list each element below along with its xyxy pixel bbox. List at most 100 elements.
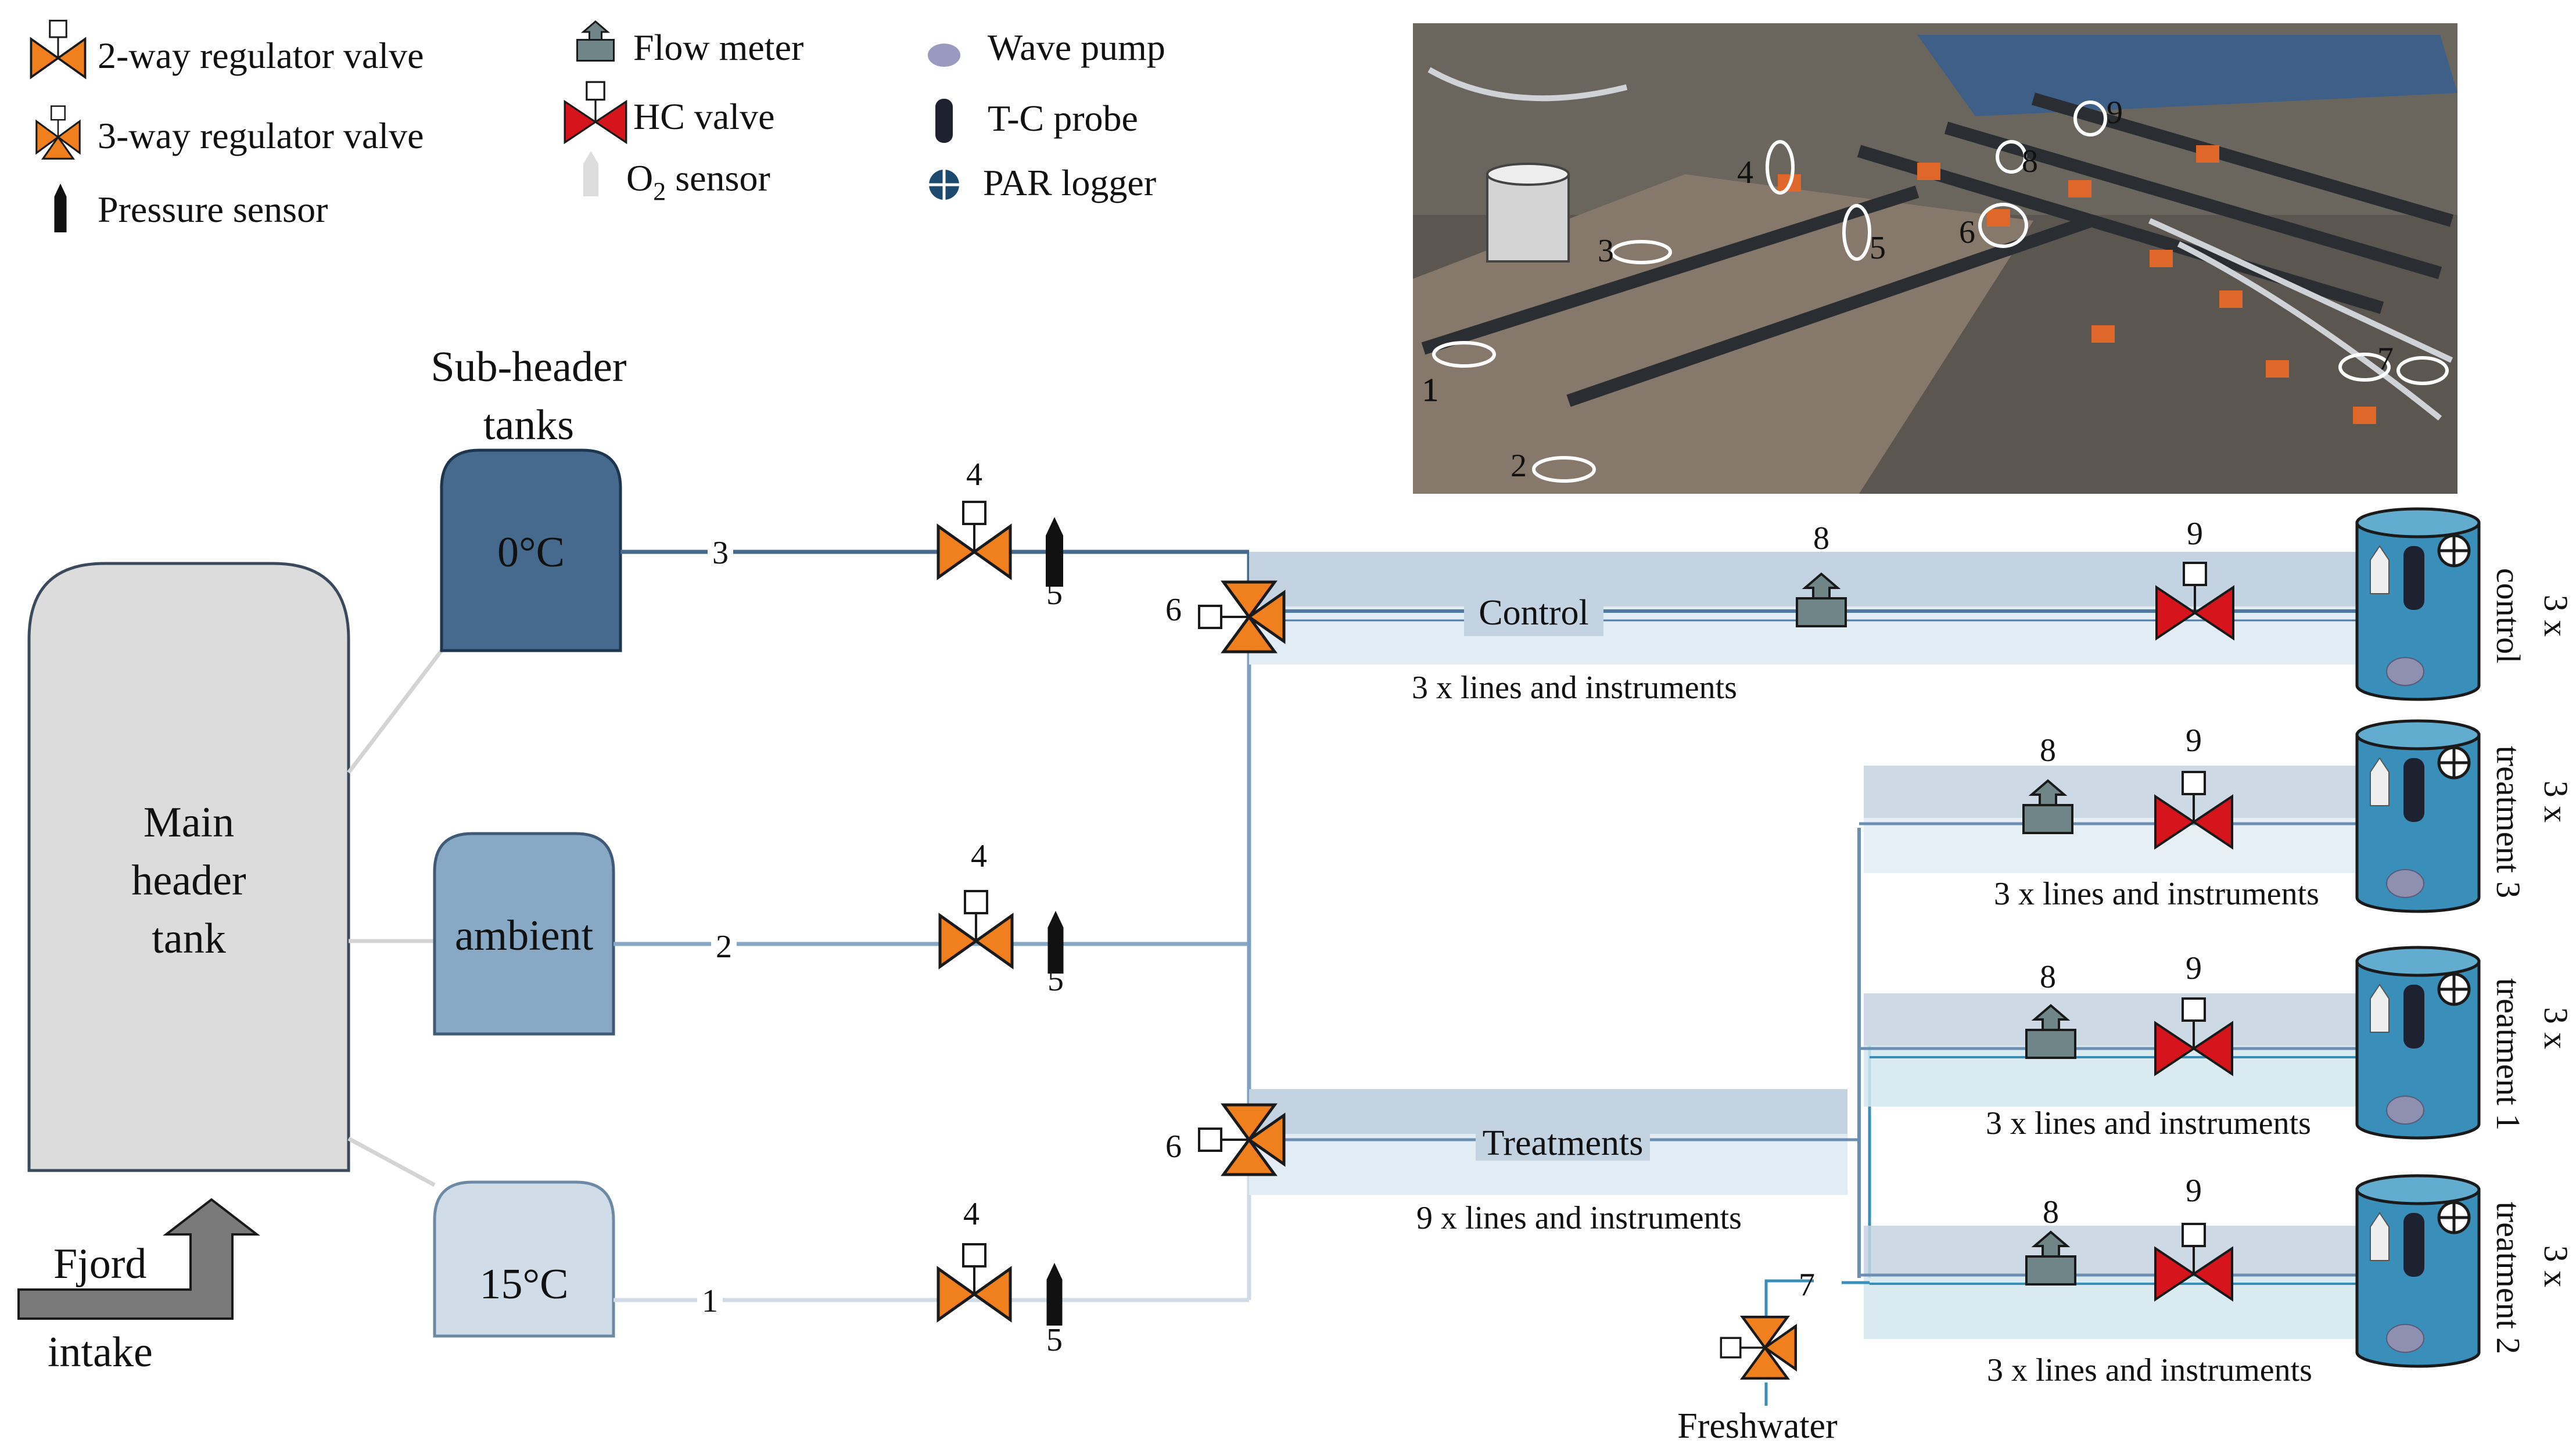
legend-label: O2 sensor xyxy=(626,157,770,206)
line-number: 1 xyxy=(702,1283,718,1319)
hc-valve-icon xyxy=(564,81,627,143)
pressure-sensor-icon xyxy=(1046,1263,1063,1326)
treatment-1-line: 8 9 3 x lines and instruments xyxy=(1859,950,2440,1141)
component-number: 5 xyxy=(1046,576,1063,612)
tank-label: ambient xyxy=(455,912,594,960)
subheader-tank-ambient: ambient xyxy=(433,832,615,1036)
branch-sublabel: 9 x lines and instruments xyxy=(1416,1200,1742,1236)
component-number: 8 xyxy=(2040,733,2056,769)
outlet-name: treatment 3 xyxy=(2489,746,2527,899)
outlet-count: 3 x xyxy=(2537,1245,2575,1288)
feed-lines xyxy=(613,550,1251,1302)
outlet-name: treatment 1 xyxy=(2489,978,2527,1131)
tank-label: 15°C xyxy=(480,1261,569,1308)
pressure-sensor-icon xyxy=(54,184,67,232)
component-number: 8 xyxy=(1813,520,1829,556)
photo-callout: 4 xyxy=(1737,155,1753,191)
component-number: 9 xyxy=(2186,723,2202,759)
component-number: 8 xyxy=(2043,1194,2059,1230)
treatments-branch: Treatments 9 x lines and instruments xyxy=(1249,1089,1859,1236)
2-way-regulator-valve-icon xyxy=(938,502,1010,577)
3-way-regulator-valve-icon xyxy=(35,105,81,160)
component-number: 5 xyxy=(1047,962,1064,998)
branch-sublabel: 3 x lines and instruments xyxy=(1987,1352,2312,1388)
component-number: 6 xyxy=(1165,592,1182,628)
photo-callout: 7 xyxy=(2377,341,2394,377)
line-number: 2 xyxy=(716,929,732,965)
branch-sublabel: 3 x lines and instruments xyxy=(1994,876,2319,912)
freshwater-input: 7 Freshwater xyxy=(1677,1267,1870,1446)
installation-photo: 1 2 3 4 5 6 7 8 9 xyxy=(1413,23,2457,494)
outlet-tank-treatment-1 xyxy=(2357,947,2479,1138)
component-number: 4 xyxy=(963,1196,980,1232)
subheader-tank-warm: 15°C xyxy=(433,1180,615,1338)
legend-label: T-C probe xyxy=(988,98,1138,139)
legend-label: PAR logger xyxy=(983,162,1156,203)
legend-label: Pressure sensor xyxy=(98,189,328,230)
photo-callout: 2 xyxy=(1511,448,1527,484)
main-header-tank: Main header tank xyxy=(27,562,350,1172)
3-way-regulator-valve-icon xyxy=(1721,1317,1795,1378)
branch-sublabel: 3 x lines and instruments xyxy=(1412,670,1737,706)
main-tank-connectors xyxy=(347,649,443,1187)
branch-sublabel: 3 x lines and instruments xyxy=(1986,1105,2311,1141)
photo-callout: 3 xyxy=(1598,233,1614,269)
subheader-tank-cold: 0°C xyxy=(440,448,622,652)
intake-label: intake xyxy=(48,1328,153,1376)
component-number: 4 xyxy=(966,457,982,493)
photo-callout: 1 xyxy=(1422,372,1438,408)
fjord-intake-arrow: Fjord intake xyxy=(17,1198,260,1376)
2-way-regulator-valve-icon xyxy=(30,19,87,78)
component-number: 6 xyxy=(1165,1129,1182,1165)
component-number: 5 xyxy=(1046,1322,1063,1358)
legend-label: Wave pump xyxy=(988,27,1165,68)
main-tank-label: tank xyxy=(152,915,225,963)
intake-label: Fjord xyxy=(53,1240,146,1288)
photo-callout: 8 xyxy=(2022,143,2038,179)
flow-meter-icon xyxy=(576,20,615,62)
branch-label: Control xyxy=(1479,593,1588,633)
tank-label: 0°C xyxy=(497,529,565,576)
photo-callouts: 1 2 3 4 5 6 7 8 9 xyxy=(1422,95,2394,484)
legend-label: HC valve xyxy=(633,96,775,137)
outlet-labels: control 3 x treatment 3 3 x treatment 1 … xyxy=(2489,568,2575,1354)
legend: 2-way regulator valve 3-way regulator va… xyxy=(30,19,1165,232)
treatment-3-line: 8 9 3 x lines and instruments xyxy=(1859,723,2440,912)
control-branch: Control 3 x lines and instruments 8 9 xyxy=(1249,516,2440,706)
branch-label: Treatments xyxy=(1483,1123,1644,1163)
component-number: 4 xyxy=(971,838,987,874)
legend-label: Flow meter xyxy=(633,27,803,68)
freshwater-label: Freshwater xyxy=(1677,1406,1838,1446)
photo-callout: 5 xyxy=(1870,230,1886,266)
2-way-regulator-valve-icon xyxy=(938,1244,1010,1320)
component-number: 9 xyxy=(2187,516,2203,552)
outlet-tank-control xyxy=(2357,509,2479,699)
treatment-2-line: 8 9 3 x lines and instruments xyxy=(1859,1173,2440,1388)
legend-label: 2-way regulator valve xyxy=(98,35,424,76)
2-way-regulator-valve-icon xyxy=(940,891,1012,967)
outlet-count: 3 x xyxy=(2537,781,2575,823)
photo-callout: 6 xyxy=(1959,214,1975,250)
legend-label: 3-way regulator valve xyxy=(98,115,424,156)
wave-pump-icon xyxy=(928,44,960,67)
outlet-count: 3 x xyxy=(2537,1007,2575,1050)
main-tank-label: Main xyxy=(143,799,234,846)
par-logger-icon xyxy=(929,170,959,200)
component-number: 9 xyxy=(2186,950,2202,986)
outlet-name: treatment 2 xyxy=(2489,1202,2527,1355)
outlet-tank-treatment-2 xyxy=(2357,1176,2479,1366)
main-tank-label: header xyxy=(131,857,246,904)
photo-callout: 9 xyxy=(2107,95,2123,131)
component-number: 9 xyxy=(2186,1173,2202,1209)
line-number: 3 xyxy=(712,535,729,571)
tc-probe-icon xyxy=(935,99,953,143)
outlet-tank-treatment-3 xyxy=(2357,721,2479,911)
component-number: 8 xyxy=(2040,959,2056,995)
component-number: 7 xyxy=(1799,1267,1815,1303)
outlet-name: control xyxy=(2489,568,2527,663)
o2-sensor-icon xyxy=(583,151,598,196)
subheader-title: tanks xyxy=(483,401,574,449)
subheader-title: Sub-header xyxy=(431,343,627,391)
outlet-count: 3 x xyxy=(2537,595,2575,637)
